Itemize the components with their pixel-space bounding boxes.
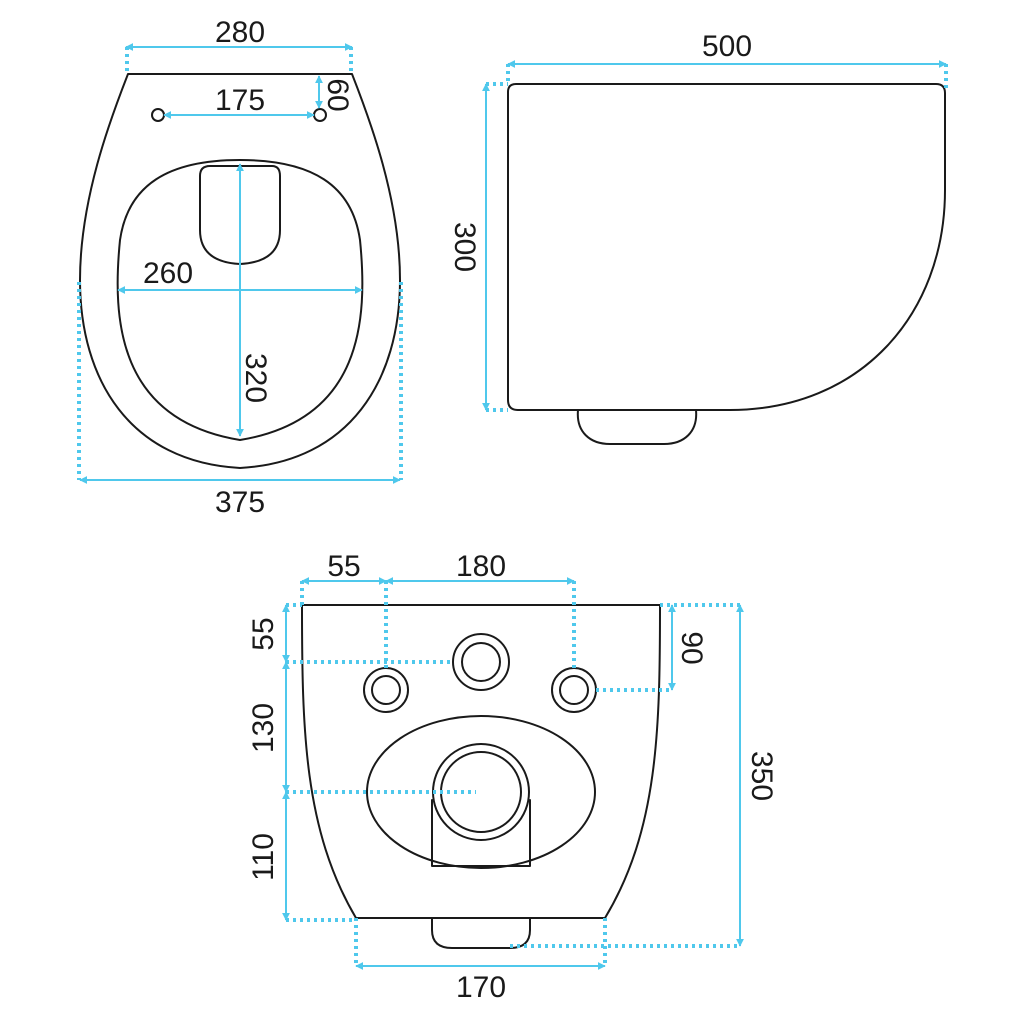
dimension-label-60: 60: [321, 78, 354, 111]
back-view-outlet: [431, 917, 531, 949]
dimension-label-375: 375: [215, 486, 265, 519]
back-view: 55 180 55 130 110 90 350 170: [247, 550, 778, 1004]
dimension-label-110: 110: [247, 833, 280, 881]
back-view-bolt-hole-right-outer: [551, 667, 597, 713]
top-view: 280 175 60 260 320 375: [77, 16, 403, 519]
dimension-label-55-top: 55: [247, 617, 280, 650]
top-view-hinge-hole-left: [151, 108, 165, 122]
dimension-label-320: 320: [239, 353, 272, 403]
back-view-water-inlet-outer: [452, 633, 510, 691]
top-view-bowl-opening: [116, 159, 364, 441]
dimension-label-350: 350: [745, 751, 778, 801]
dimension-label-280: 280: [215, 16, 265, 49]
dimension-label-500: 500: [702, 30, 752, 63]
dimension-label-55-left: 55: [327, 550, 360, 583]
back-view-bowl-recess: [366, 715, 596, 869]
dimension-label-90: 90: [675, 631, 708, 664]
side-view-outline: [507, 83, 946, 411]
dimension-label-130: 130: [247, 703, 280, 753]
dimension-label-180: 180: [456, 550, 506, 583]
dimension-label-260: 260: [143, 257, 193, 290]
back-view-waste-pipe: [431, 799, 531, 867]
dimension-label-170: 170: [456, 971, 506, 1004]
top-view-seat-outline: [79, 73, 401, 469]
dimension-label-300: 300: [448, 222, 481, 272]
back-view-water-inlet-inner: [461, 642, 501, 682]
side-view-outlet: [576, 409, 698, 445]
back-view-bolt-hole-left-outer: [363, 667, 409, 713]
side-view: 500 300: [448, 30, 948, 445]
back-view-bolt-hole-right-inner: [559, 675, 589, 705]
back-view-bolt-hole-left-inner: [371, 675, 401, 705]
dimension-label-175: 175: [215, 84, 265, 117]
